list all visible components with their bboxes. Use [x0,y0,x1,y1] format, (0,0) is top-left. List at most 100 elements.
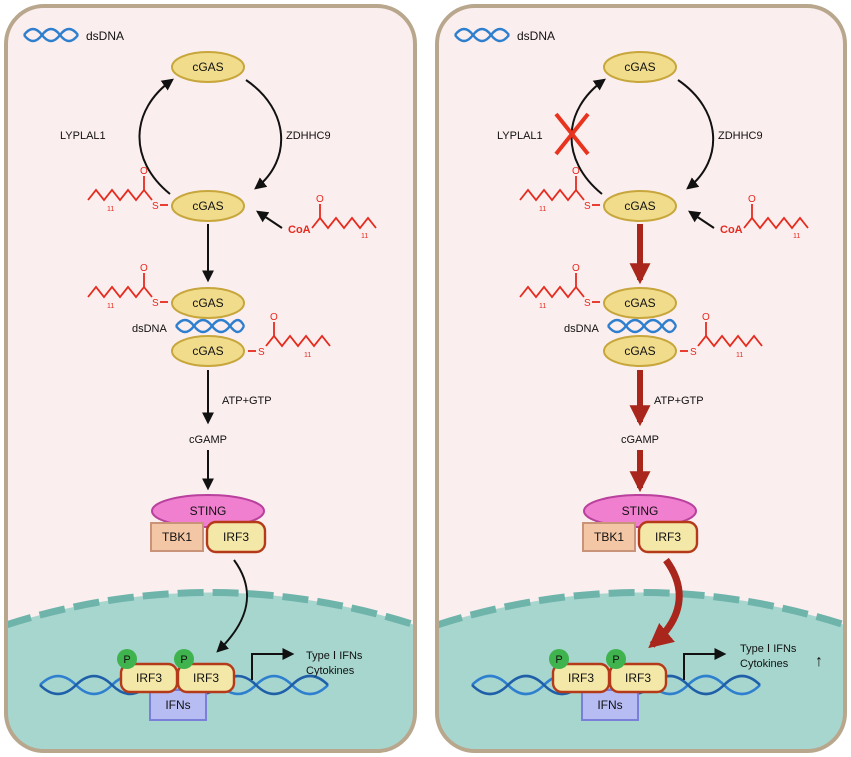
atp-gtp-label: ATP+GTP [222,395,272,407]
dsdna-legend-label-right: dsDNA [517,29,555,43]
svg-text:cGAS: cGAS [624,296,655,310]
palmitoyl-chain-dimer-bottom [248,322,331,352]
dimer-dsdna-icon [175,318,246,334]
lyplal1-label-right: LYPLAL1 [497,130,543,142]
svg-text:P: P [123,654,130,666]
svg-text:IRF3: IRF3 [568,671,594,685]
irf3-nuclear-1-right: IRF3 [551,662,611,694]
svg-text:P: P [612,654,619,666]
dsdna-legend-icon [23,27,79,43]
svg-text:TBK1: TBK1 [594,530,624,544]
zdhhc9-arrow-right [677,79,715,190]
svg-text:IRF3: IRF3 [655,530,681,544]
svg-text:O: O [748,194,756,205]
svg-text:O: O [140,166,148,177]
svg-text:P: P [180,654,187,666]
lyplal1-label: LYPLAL1 [60,130,106,142]
svg-text:cGAS: cGAS [192,60,223,74]
svg-text:IRF3: IRF3 [193,671,219,685]
zdhhc9-label: ZDHHC9 [286,130,331,142]
svg-text:IRF3: IRF3 [625,671,651,685]
type-ifns-label: Type Ⅰ IFNs [306,650,363,662]
dimer-dsdna-icon-right [607,318,678,334]
lyplal1-arrow [138,78,174,195]
svg-text:cGAS: cGAS [624,344,655,358]
svg-text:cGAS: cGAS [192,199,223,213]
phosphate-2: P [174,649,194,669]
svg-text:O: O [270,312,278,323]
svg-text:O: O [140,263,148,274]
svg-text:IRF3: IRF3 [136,671,162,685]
cgas-dimer-bottom-right: cGAS [603,335,677,367]
svg-text:O: O [702,312,710,323]
cgas-dimer-top: cGAS [171,287,245,319]
cgas-top: cGAS [171,51,245,83]
cgas-palmitoylated: cGAS [171,190,245,222]
panel-border-right [435,4,847,753]
svg-text:P: P [555,654,562,666]
svg-text:S: S [152,298,159,309]
coa-label-right: CoA [720,224,743,236]
palmitoyl-coa-chain [311,204,377,230]
tbk1-right: TBK1 [582,522,636,552]
enhanced-arrow-to-nucleus [648,557,683,649]
svg-text:S: S [152,201,159,212]
cgas-palmitoylated-right: cGAS [603,190,677,222]
irf3-nuclear-2: IRF3 [176,662,236,694]
dsdna-legend-icon-right [454,27,510,43]
upregulation-arrow-icon: ↑ [815,653,823,670]
svg-text:S: S [258,347,265,358]
panel-normal: dsDNA cGAS LYPLAL1 ZDHHC9 cGAS O S 11 Co… [4,4,417,753]
panel-lyplal1-loss: dsDNA cGAS LYPLAL1 ZDHHC9 cGAS O S 11 Co… [435,4,847,753]
coa-label: CoA [288,224,311,236]
palmitoyl-chain-dimer-top-right [519,273,600,303]
ifns-gene: IFNs [149,689,207,721]
palmitoyl-chain-dimer-bottom-right [680,322,763,352]
palmitoyl-coa-chain-right [743,204,809,230]
svg-text:O: O [572,263,580,274]
irf3-cytoplasm: IRF3 [205,520,267,554]
svg-text:IFNs: IFNs [597,698,622,712]
nuclear-envelope-right [437,589,845,629]
phosphate-2-right: P [606,649,626,669]
phosphate-1-right: P [549,649,569,669]
svg-text:cGAS: cGAS [624,60,655,74]
cgas-top-right: cGAS [603,51,677,83]
svg-text:11: 11 [361,233,368,240]
cytokines-label-right: Cytokines [740,658,789,670]
svg-text:cGAS: cGAS [192,344,223,358]
svg-text:S: S [584,201,591,212]
atp-gtp-label-right: ATP+GTP [654,395,704,407]
cytokines-label: Cytokines [306,665,355,677]
svg-text:S: S [584,298,591,309]
tbk1: TBK1 [150,522,204,552]
lyplal1-inhibition-cross [554,112,590,156]
svg-text:O: O [316,194,324,205]
svg-text:11: 11 [107,206,114,213]
arrow-to-nucleus [216,559,248,653]
svg-text:11: 11 [539,303,546,310]
palmitoyl-chain [87,176,168,206]
cgas-dimer-bottom: cGAS [171,335,245,367]
dimer-dsdna-label-right: dsDNA [564,323,600,335]
svg-text:11: 11 [304,352,311,359]
irf3-cytoplasm-right: IRF3 [637,520,699,554]
nuclear-envelope [6,589,415,629]
cgas-dimer-top-right: cGAS [603,287,677,319]
cgamp-label-right: cGAMP [621,434,659,446]
svg-text:STING: STING [190,504,227,518]
svg-text:STING: STING [622,504,659,518]
ifns-gene-right: IFNs [581,689,639,721]
svg-text:11: 11 [539,206,546,213]
coa-arrow-right [688,210,715,229]
svg-text:O: O [572,166,580,177]
zdhhc9-label-right: ZDHHC9 [718,130,763,142]
svg-text:11: 11 [793,233,800,240]
coa-arrow [256,210,283,229]
zdhhc9-arrow [245,79,283,190]
svg-text:IRF3: IRF3 [223,530,249,544]
transcription-arrow [251,648,295,680]
dimer-dsdna-label: dsDNA [132,323,168,335]
palmitoyl-chain-dimer-top [87,273,168,303]
